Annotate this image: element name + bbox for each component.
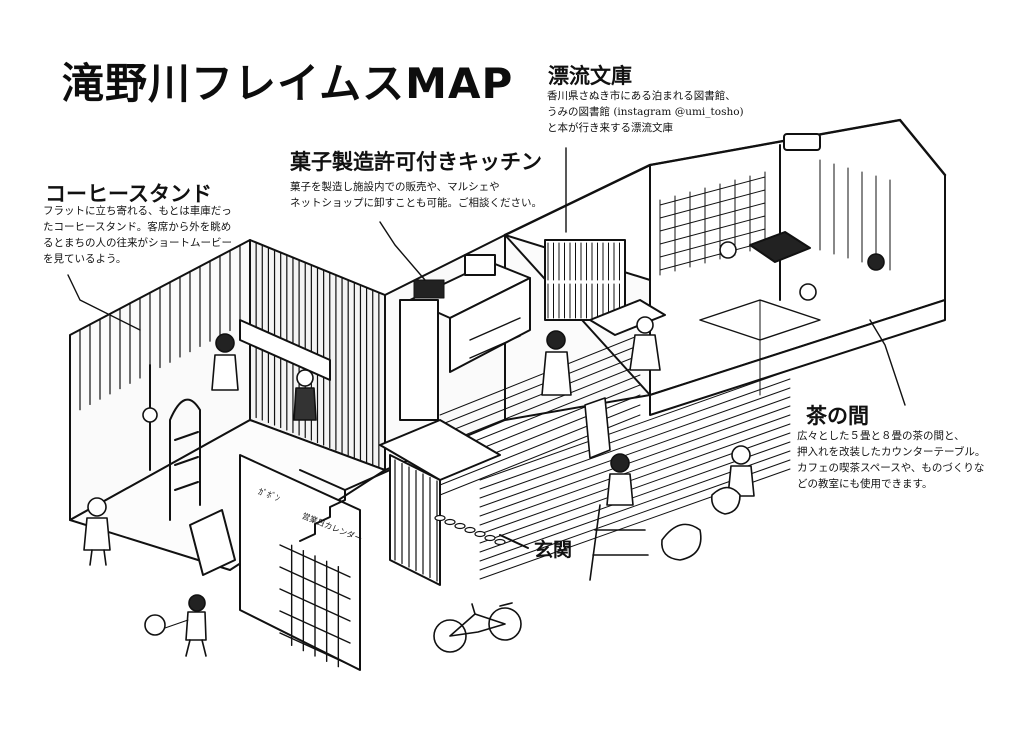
kitchen-description: 菓子を製造し施設内での販売や、マルシェや ネットショップに卸すことも可能。ご相談… [290, 179, 542, 211]
shoji-grid-line [659, 215, 766, 245]
coffee-stand-label: コーヒースタンド [45, 182, 212, 206]
floor-plank-line [479, 378, 791, 490]
calendar-grid-line [279, 632, 351, 666]
calendar-grid-line [279, 544, 351, 578]
floor-plank-line [439, 344, 641, 426]
floor-plank-line [439, 354, 641, 436]
shoe-icon [454, 522, 466, 530]
library-description: 香川県さぬき市にある泊まれる図書館、 うみの図書館 (instagram @um… [547, 88, 792, 136]
coffee-stand-description: フラットに立ち寄れる、もとは車庫だっ たコーヒースタンド。客席から外を眺め ると… [43, 203, 268, 267]
kitchen-building [384, 234, 651, 496]
floor-plank-line [479, 414, 791, 526]
calendar-grid-line [279, 588, 351, 622]
description-line: フラットに立ち寄れる、もとは車庫だっ [43, 205, 232, 217]
description-line: るとまちの人の往来がショートムービー [43, 237, 232, 249]
people-and-objects [83, 241, 885, 657]
shoe-icon [484, 534, 496, 542]
shoe-icon [434, 514, 446, 522]
description-line: 菓子を製造し施設内での販売や、マルシェや [290, 181, 500, 193]
description-line: たコーヒースタンド。客席から外を眺め [43, 221, 232, 233]
shoji-grid-line [659, 228, 766, 258]
floor-plank-line [479, 387, 791, 499]
coffee-stand-building [69, 239, 391, 671]
tea-room-label: 茶の間 [806, 404, 869, 428]
shoji-grid-line [659, 241, 766, 271]
map-title: 滝野川フレイムスMAP [62, 59, 514, 108]
library-label: 漂流文庫 [548, 64, 632, 88]
shoe-icon [444, 518, 456, 526]
floor-plank-line [479, 423, 791, 535]
floor-plank-line [479, 396, 791, 508]
shoji-grid-line [659, 189, 766, 219]
shoe-icon [474, 530, 486, 538]
description-line: カフェの喫茶スペースや、ものづくりな [797, 462, 985, 474]
entrance-label: 玄関 [534, 539, 573, 561]
description-line: 広々とした５畳と８畳の茶の間と、 [797, 430, 965, 442]
description-line: 香川県さぬき市にある泊まれる図書館、 [547, 90, 736, 102]
entrance-genkan [379, 419, 529, 586]
floor-plank-line [439, 364, 641, 446]
shoji-grid-line [659, 176, 766, 206]
floor-plank-line [479, 369, 791, 481]
leader-lines [67, 147, 906, 406]
description-line: ネットショップに卸すことも可能。ご相談ください。 [290, 197, 542, 209]
description-line: 押入れを改装したカウンターテーブル。 [797, 446, 986, 458]
shoe-icon [494, 538, 506, 546]
description-line: うみの図書館 (instagram @umi_tosho) [547, 106, 744, 118]
floor-plank-line [479, 405, 791, 517]
shoe-icon [464, 526, 476, 534]
calendar-grid-line [279, 566, 351, 600]
tea-room-description: 広々とした５畳と８畳の茶の間と、 押入れを改装したカウンターテーブル。 カフェの… [797, 428, 1012, 492]
description-line: と本が行き来する漂流文庫 [547, 122, 673, 134]
calendar-grid-line [279, 610, 351, 644]
description-line: どの教室にも使用できます。 [797, 478, 933, 490]
description-line: を見ているよう。 [43, 253, 127, 265]
shoji-grid-line [659, 202, 766, 232]
kitchen-label: 菓子製造許可付きキッチン [290, 150, 542, 174]
